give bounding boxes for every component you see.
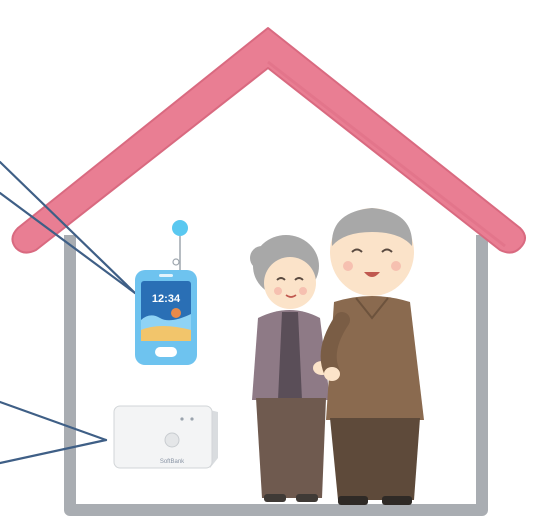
- device-brand-text: SoftBank: [160, 459, 185, 465]
- phone-time-text: 12:34: [152, 293, 181, 305]
- grandpa-cheek-left: [343, 261, 353, 271]
- elderly-couple: [250, 208, 424, 505]
- grandpa-shoe-left: [338, 496, 368, 505]
- device-button: [165, 433, 179, 447]
- device-led-1: [180, 417, 183, 420]
- grandma-shoe-right: [296, 494, 318, 502]
- phone-speaker: [159, 274, 173, 277]
- grandma-shoe-left: [264, 494, 286, 502]
- home-device: SoftBank: [114, 406, 218, 468]
- device-led-2: [190, 417, 193, 420]
- grandma-cheek-2: [299, 287, 307, 295]
- grandma-inner: [278, 312, 302, 400]
- phone-home-button: [155, 347, 177, 357]
- grandpa-shoe-right: [382, 496, 412, 505]
- grandpa: [324, 208, 424, 505]
- strap-ball: [172, 220, 188, 236]
- screen-character: [171, 308, 181, 318]
- grandpa-pants: [330, 418, 420, 500]
- grandma-skirt: [256, 398, 326, 498]
- grandma-cheek: [274, 287, 282, 295]
- grandpa-cheek-right: [391, 261, 401, 271]
- grandma-face: [264, 257, 316, 309]
- grandpa-hand: [324, 367, 340, 381]
